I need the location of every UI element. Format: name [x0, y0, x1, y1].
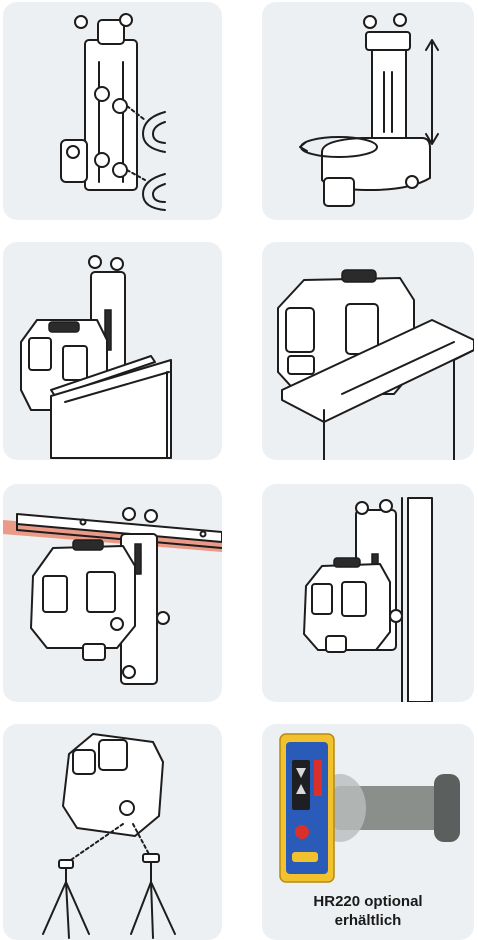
- laser-wall-illustration: [262, 484, 474, 702]
- laser-rail-illustration: [3, 484, 222, 702]
- laser-tripods-illustration: [3, 724, 222, 940]
- laser-rail-drawing: [3, 507, 222, 685]
- bracket-rotate-drawing: [299, 13, 439, 207]
- bracket-magnet-drawing: [60, 13, 166, 211]
- laser-frame-drawing: [277, 269, 474, 460]
- receiver-hr220-drawing: [279, 733, 460, 883]
- laser-frame-illustration: [262, 242, 474, 460]
- bracket-rotate-height-illustration: [262, 2, 474, 220]
- receiver-caption-line2: erhältlich: [334, 912, 402, 929]
- laser-tripods-drawing: [42, 733, 176, 939]
- receiver-caption: HR220 optional erhältlich: [262, 892, 474, 930]
- bracket-magnets-illustration: [3, 2, 222, 220]
- laser-wall-drawing: [303, 497, 433, 702]
- laser-bracket-profile-illustration: [3, 242, 222, 460]
- receiver-hr220-tile: HR220 optional erhältlich: [262, 724, 474, 940]
- receiver-caption-line1: HR220 optional: [313, 893, 423, 910]
- laser-profile-drawing: [20, 255, 172, 459]
